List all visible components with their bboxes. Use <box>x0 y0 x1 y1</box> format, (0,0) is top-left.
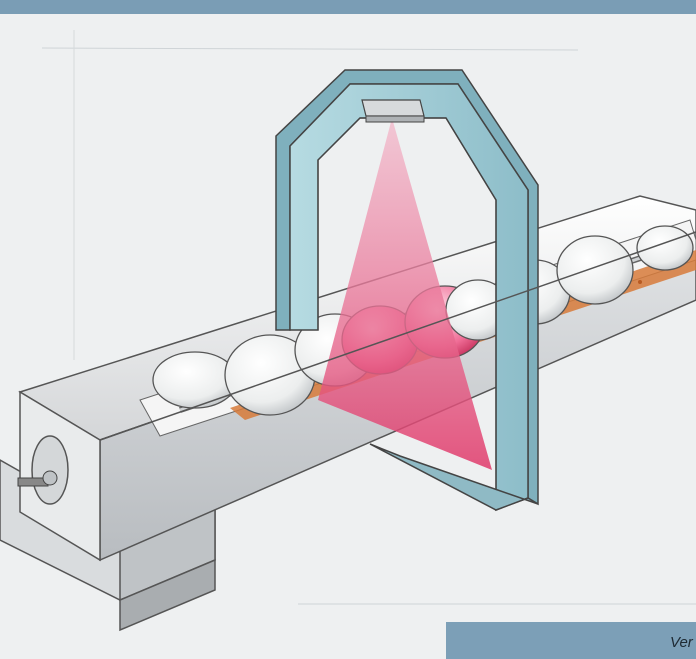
caption-text: Ver <box>670 634 693 651</box>
caption-box: Ver <box>446 622 696 659</box>
conveyor-scanner-illustration <box>0 30 696 632</box>
top-bar <box>0 0 696 14</box>
